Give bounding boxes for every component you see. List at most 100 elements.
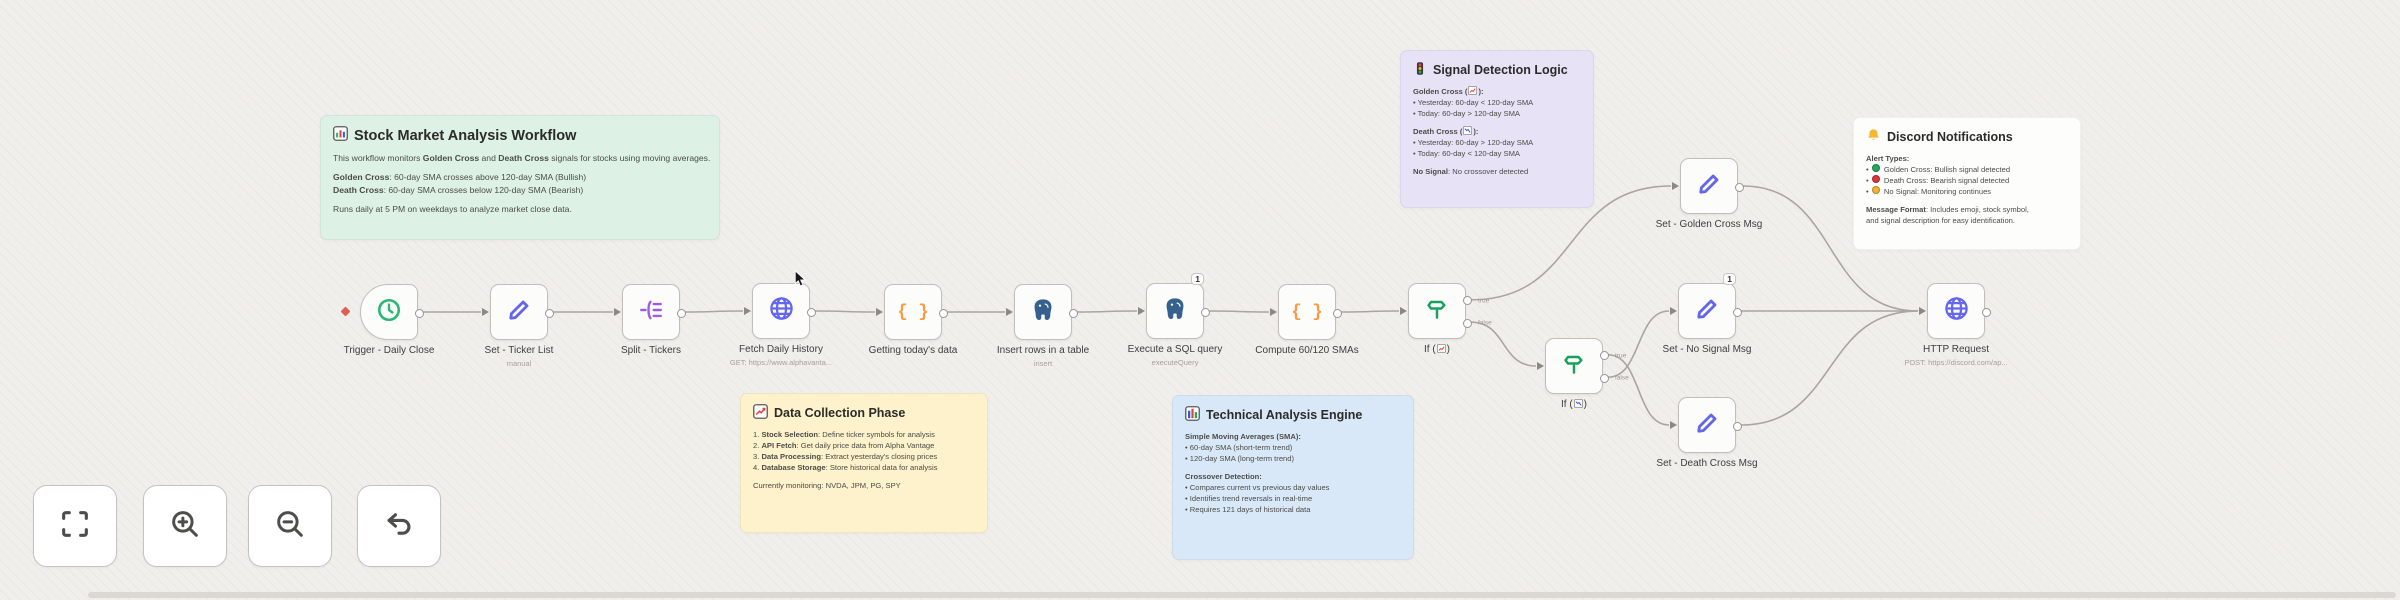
sticky-line: Golden Cross: 60-day SMA crosses above 1… <box>333 172 587 183</box>
output-port[interactable] <box>676 308 686 318</box>
connection-set-death-to-http-request[interactable] <box>1740 310 1919 426</box>
node-set-death[interactable]: Set - Death Cross Msg <box>1656 397 1758 469</box>
svg-text:{ }: { } <box>899 302 927 322</box>
connection-set-golden-to-http-request[interactable] <box>1742 185 1919 312</box>
output-port[interactable] <box>1068 308 1078 318</box>
sticky-title: Discord Notifications <box>1887 130 2013 144</box>
connection-output-label: true <box>1478 297 1490 304</box>
code-icon: { } <box>1291 296 1323 329</box>
sticky-line: Currently monitoring: NVDA, JPM, PG, SPY <box>753 481 901 490</box>
postgres-icon <box>1162 296 1188 327</box>
node-label: Split - Tickers <box>620 345 682 356</box>
connection-output-label: true <box>1615 352 1627 359</box>
output-port[interactable] <box>544 308 554 318</box>
input-port[interactable] <box>1672 182 1679 190</box>
input-port[interactable] <box>482 308 489 316</box>
sticky-line: 1. Stock Selection: Define ticker symbol… <box>753 430 935 439</box>
input-port[interactable] <box>1270 308 1277 316</box>
connection-if-death-to-set-death[interactable] <box>1607 354 1670 426</box>
output-port[interactable] <box>1462 296 1472 306</box>
output-port[interactable] <box>1734 182 1744 192</box>
node-label: Set - Golden Cross Msg <box>1655 219 1763 230</box>
sticky-line: Death Cross: 60-day SMA crosses below 12… <box>333 184 584 195</box>
node-if-death[interactable]: If () <box>1537 338 1609 410</box>
zoom-in-button[interactable] <box>143 485 227 567</box>
node-set-golden[interactable]: Set - Golden Cross Msg <box>1656 158 1762 230</box>
input-port[interactable] <box>1006 308 1013 316</box>
pen-icon <box>1696 171 1722 202</box>
connection-code-sma-to-if-golden[interactable] <box>1340 310 1400 313</box>
output-port[interactable] <box>1981 307 1991 317</box>
output-port[interactable] <box>1332 308 1342 318</box>
fit-view-button[interactable] <box>33 485 117 567</box>
node-if-golden[interactable]: If () <box>1400 283 1472 355</box>
input-port[interactable] <box>1919 307 1926 315</box>
sticky-line: • Death Cross: Bearish signal detected <box>1866 175 2010 185</box>
output-port[interactable] <box>806 307 816 317</box>
connection-output-label: false <box>1478 320 1492 327</box>
node-split-tickers[interactable]: Split - Tickers <box>614 284 686 356</box>
sticky-line: • Today: 60-day < 120-day SMA <box>1413 149 1520 158</box>
input-port[interactable] <box>1138 307 1145 315</box>
input-port[interactable] <box>1400 307 1407 315</box>
signpost-icon <box>1561 351 1587 382</box>
connection-if-golden-to-if-death[interactable] <box>1470 321 1537 367</box>
output-port[interactable] <box>1599 373 1609 383</box>
input-port[interactable] <box>876 308 883 316</box>
sticky-line: Golden Cross (): <box>1413 86 1484 96</box>
output-port[interactable] <box>938 308 948 318</box>
sticky-line: • Yesterday: 60-day > 120-day SMA <box>1413 138 1534 147</box>
globe-icon <box>768 295 795 327</box>
node-code-sma[interactable]: { }Compute 60/120 SMAs <box>1255 284 1359 356</box>
sticky-line: and signal description for easy identifi… <box>1866 216 2016 225</box>
items-count-badge: 1 <box>1723 273 1736 286</box>
output-port[interactable] <box>1200 307 1210 317</box>
zoom-out-button[interactable] <box>248 485 332 567</box>
node-label: Fetch Daily History <box>739 344 823 355</box>
sticky-line: 3. Data Processing: Extract yesterday's … <box>753 452 938 461</box>
connection-pg-query-to-code-sma[interactable] <box>1208 310 1270 313</box>
sticky-line: • Identifies trend reversals in real-tim… <box>1185 494 1313 503</box>
output-port[interactable] <box>414 308 424 318</box>
input-port[interactable] <box>744 307 751 315</box>
node-label: Set - No Signal Msg <box>1662 344 1752 355</box>
output-port[interactable] <box>1462 318 1472 328</box>
input-port[interactable] <box>614 308 621 316</box>
connection-if-death-to-set-nosignal[interactable] <box>1607 310 1670 378</box>
connection-split-tickers-to-fetch-history[interactable] <box>684 310 744 313</box>
node-subtitle: insert <box>1033 359 1053 368</box>
horizontal-scrollbar[interactable] <box>88 592 2396 598</box>
output-port[interactable] <box>1599 351 1609 361</box>
node-code-today[interactable]: { }Getting today's data <box>869 284 957 356</box>
mouse-cursor <box>794 270 808 292</box>
node-trigger[interactable]: Trigger - Daily Close <box>344 284 434 356</box>
input-port[interactable] <box>1537 362 1544 370</box>
input-port[interactable] <box>1670 421 1677 429</box>
node-subtitle: executeQuery <box>1151 358 1199 367</box>
output-port[interactable] <box>1732 307 1742 317</box>
connection-pg-insert-to-pg-query[interactable] <box>1076 310 1138 313</box>
split-icon <box>638 297 664 328</box>
node-subtitle: POST: https://discord.com/ap... <box>1904 358 2008 367</box>
node-subtitle: GET: https://www.alphavanta... <box>729 358 833 367</box>
items-count-badge: 1 <box>1191 273 1204 286</box>
connection-if-golden-to-set-golden[interactable] <box>1470 185 1672 301</box>
output-port[interactable] <box>1732 421 1742 431</box>
input-port[interactable] <box>1670 307 1677 315</box>
connection-fetch-history-to-code-today[interactable] <box>814 310 876 313</box>
undo-button[interactable] <box>357 485 441 567</box>
zoom-in-icon <box>168 507 202 546</box>
